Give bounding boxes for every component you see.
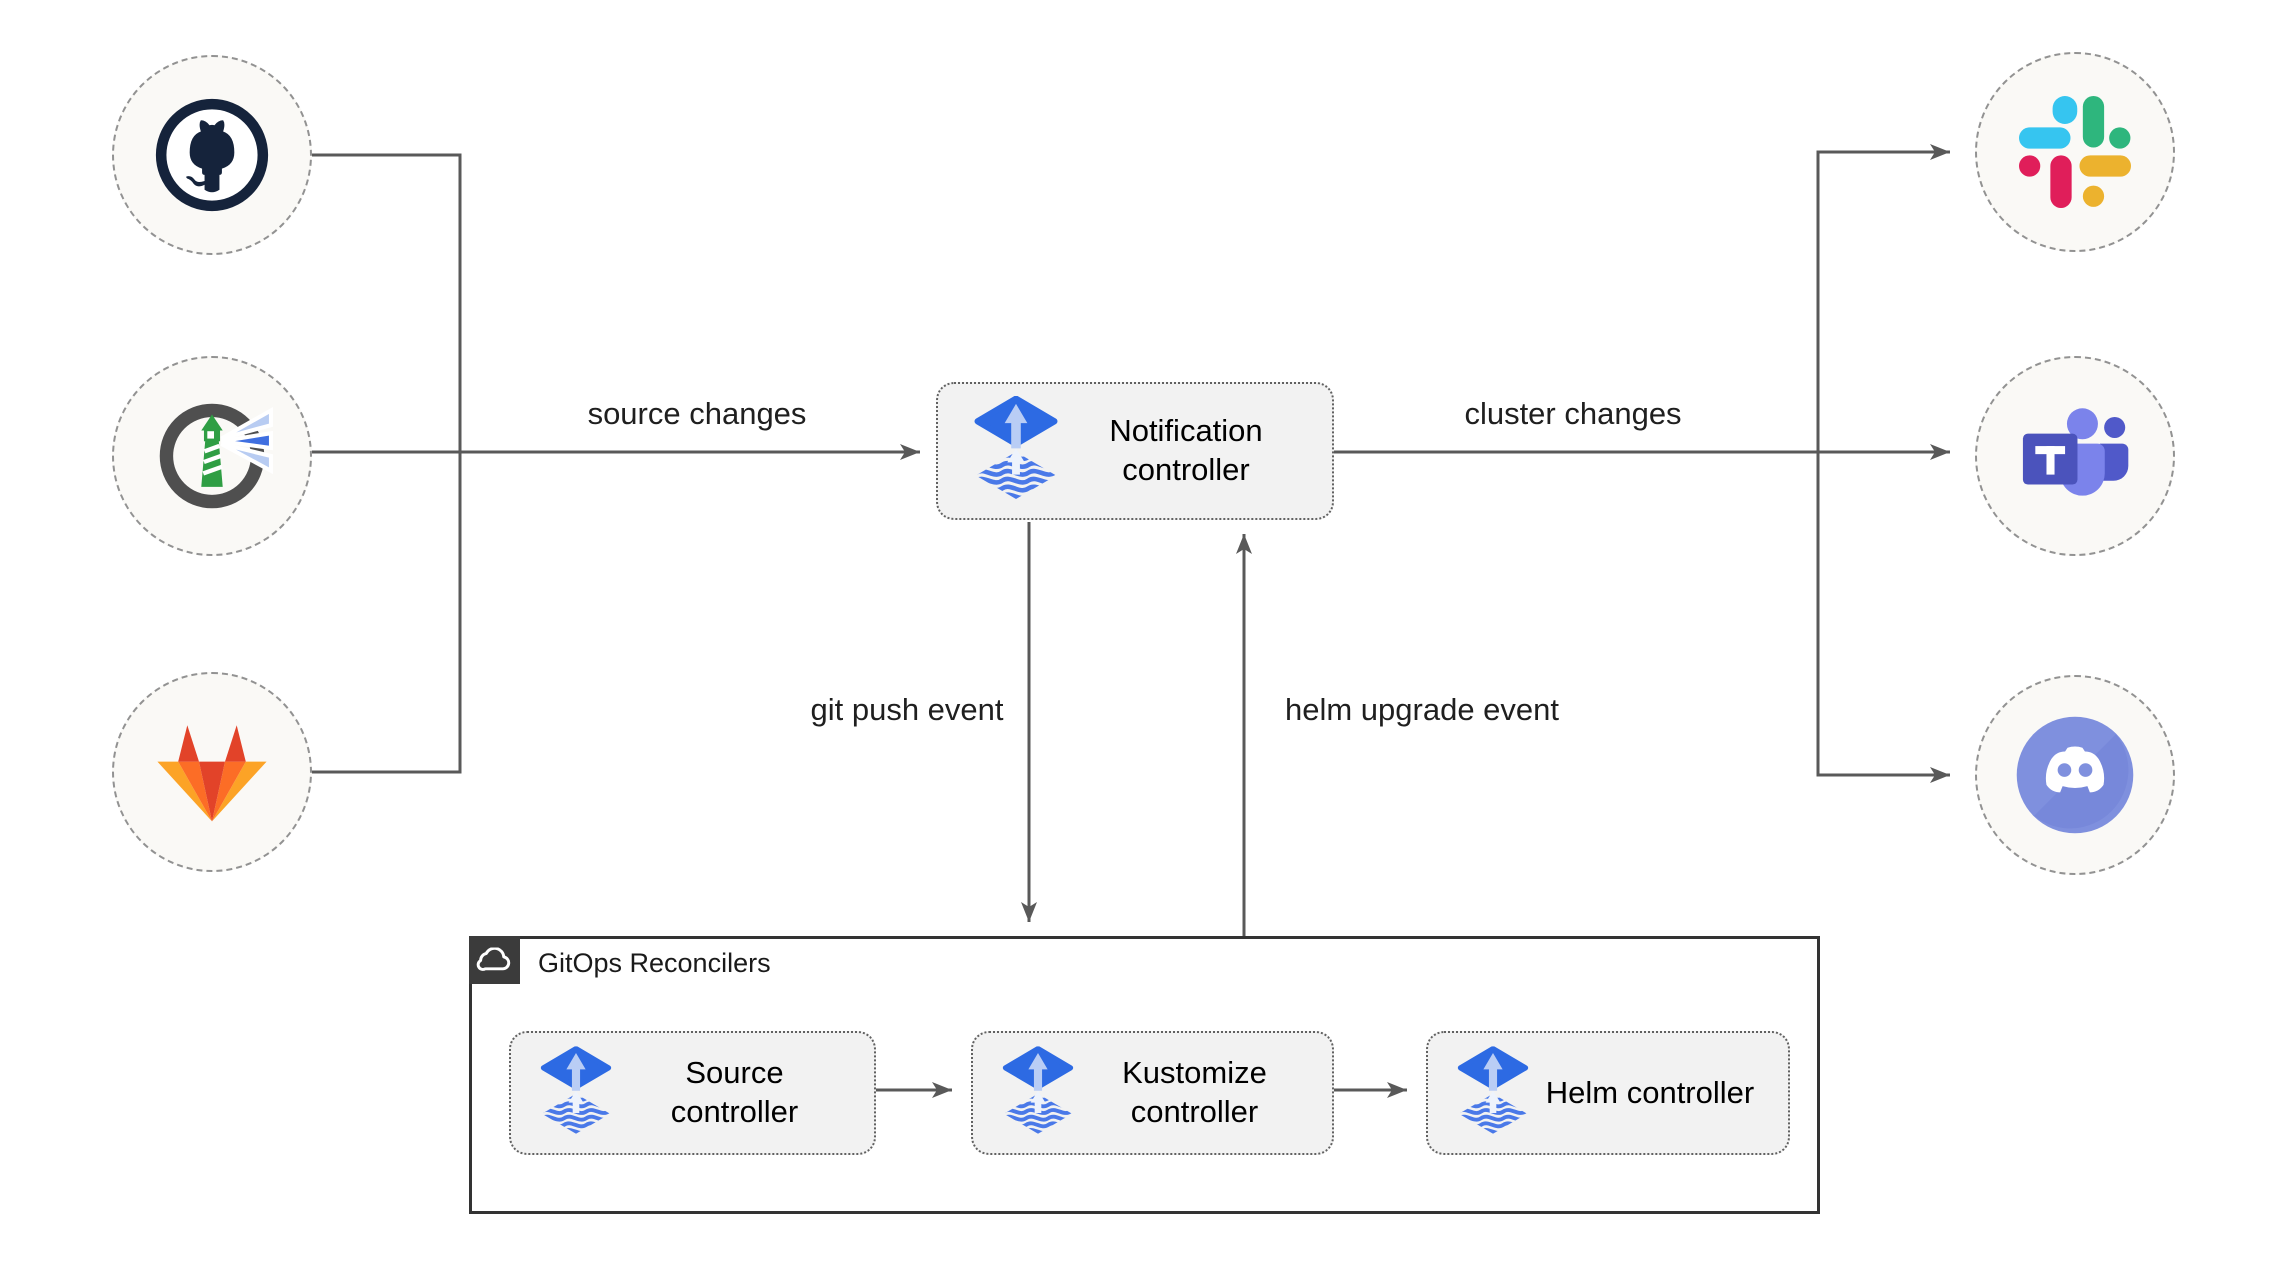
- node-gitlab: [112, 672, 312, 872]
- flux-icon: [1001, 1046, 1075, 1140]
- harbor-icon: [145, 389, 279, 523]
- source-controller-label: Source controller: [670, 1055, 799, 1129]
- flux-icon: [1456, 1046, 1530, 1140]
- github-icon: [150, 93, 274, 217]
- node-kustomize-controller: Kustomize controller: [971, 1031, 1334, 1155]
- node-helm-controller: Helm controller: [1426, 1031, 1790, 1155]
- cloud-icon: [476, 947, 513, 974]
- gitlab-icon: [147, 707, 277, 837]
- node-source-controller: Source controller: [509, 1031, 876, 1155]
- node-discord: [1975, 675, 2175, 875]
- edge-sources-bus: [310, 153, 462, 774]
- group-gitops-reconcilers: GitOps Reconcilers Source controller Kus…: [469, 936, 1820, 1214]
- flux-icon: [972, 396, 1060, 506]
- slack-icon: [2019, 96, 2131, 208]
- flux-icon: [539, 1046, 613, 1140]
- edge-cluster-changes-discord: [1816, 452, 1950, 783]
- group-icon-badge: [469, 936, 520, 984]
- edge-label-helm-upgrade-event: helm upgrade event: [1284, 692, 1560, 727]
- teams-icon: [2013, 394, 2137, 518]
- notification-controller-label: Notification controller: [1109, 413, 1263, 487]
- kustomize-controller-label: Kustomize controller: [1122, 1055, 1267, 1129]
- group-label: GitOps Reconcilers: [538, 948, 771, 978]
- edge-label-source-changes: source changes: [587, 396, 807, 431]
- edge-label-cluster-changes: cluster changes: [1464, 396, 1682, 431]
- node-notification-controller: Notification controller: [936, 382, 1334, 520]
- helm-controller-label: Helm controller: [1545, 1074, 1755, 1110]
- discord-icon: [2013, 713, 2137, 837]
- node-github: [112, 55, 312, 255]
- edge-label-git-push-event: git push event: [810, 692, 1004, 727]
- edge-cluster-changes-slack: [1816, 144, 1950, 452]
- node-teams: [1975, 356, 2175, 556]
- node-slack: [1975, 52, 2175, 252]
- node-harbor: [112, 356, 312, 556]
